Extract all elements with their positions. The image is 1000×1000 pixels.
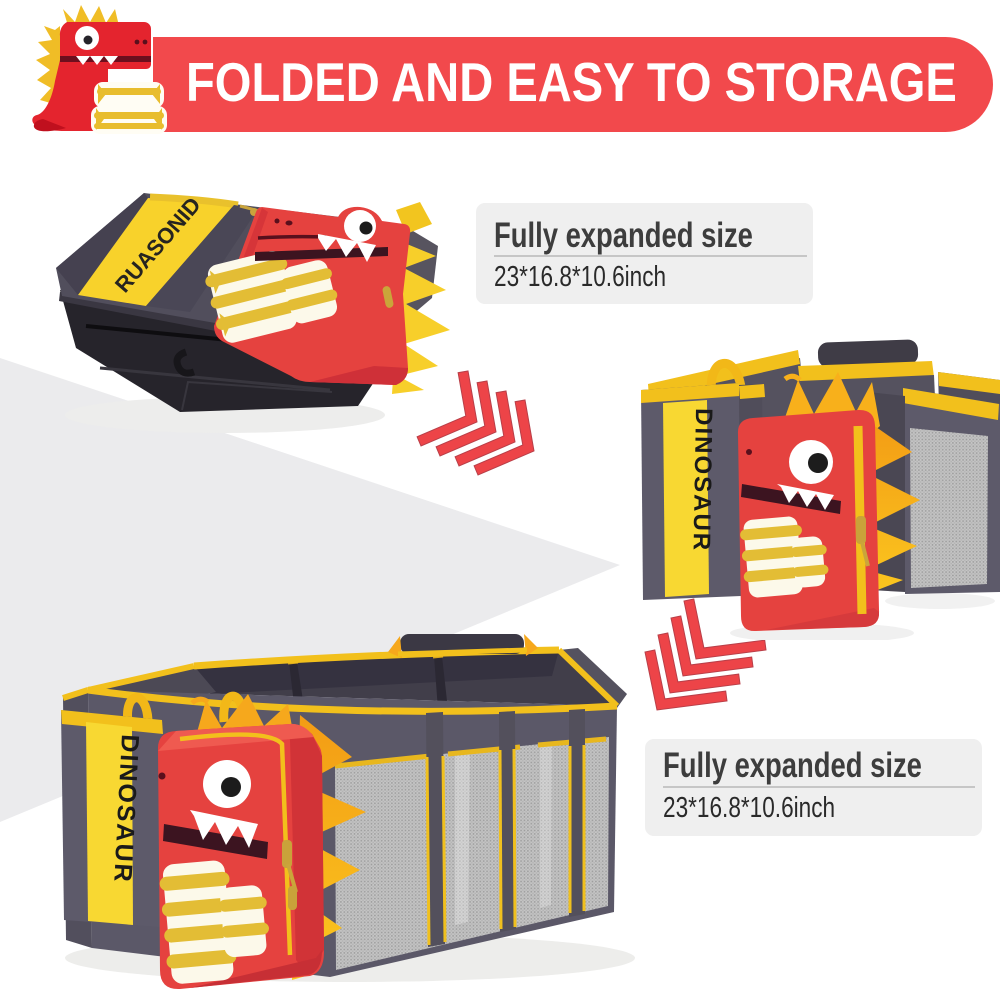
svg-text:DINOSAUR: DINOSAUR xyxy=(687,408,717,552)
